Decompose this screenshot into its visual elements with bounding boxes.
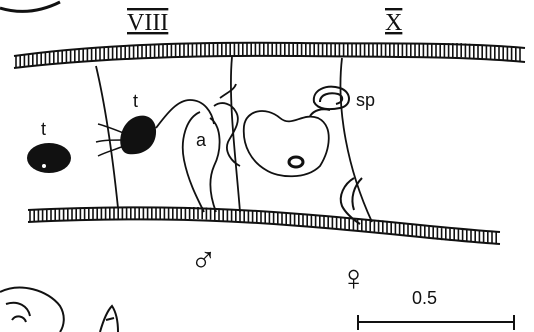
partial-figure-bottom-left — [0, 288, 118, 332]
upper-body-wall — [14, 43, 525, 68]
bursa-pore — [289, 157, 303, 167]
male-symbol: ♂ — [190, 239, 217, 280]
female-symbol: ♀ — [340, 257, 367, 298]
testis-left-label: t — [41, 119, 46, 139]
bursa-sac — [244, 111, 329, 176]
segment-label-viii: VIII — [127, 10, 168, 36]
spermatheca-label: sp — [356, 90, 375, 110]
lower-body-wall — [28, 207, 500, 244]
segment-label-x: X — [385, 10, 402, 36]
testis-center — [120, 116, 156, 155]
testis-center-label: t — [133, 91, 138, 111]
corner-fragment-top-left — [0, 2, 60, 11]
testis-left — [27, 143, 71, 173]
spermatheca — [310, 87, 349, 116]
sperm-duct — [156, 100, 214, 128]
scale-bar-label: 0.5 — [412, 288, 437, 308]
testis-ducts — [96, 124, 126, 156]
scale-bar — [358, 315, 514, 330]
atrium-label: a — [196, 130, 207, 150]
